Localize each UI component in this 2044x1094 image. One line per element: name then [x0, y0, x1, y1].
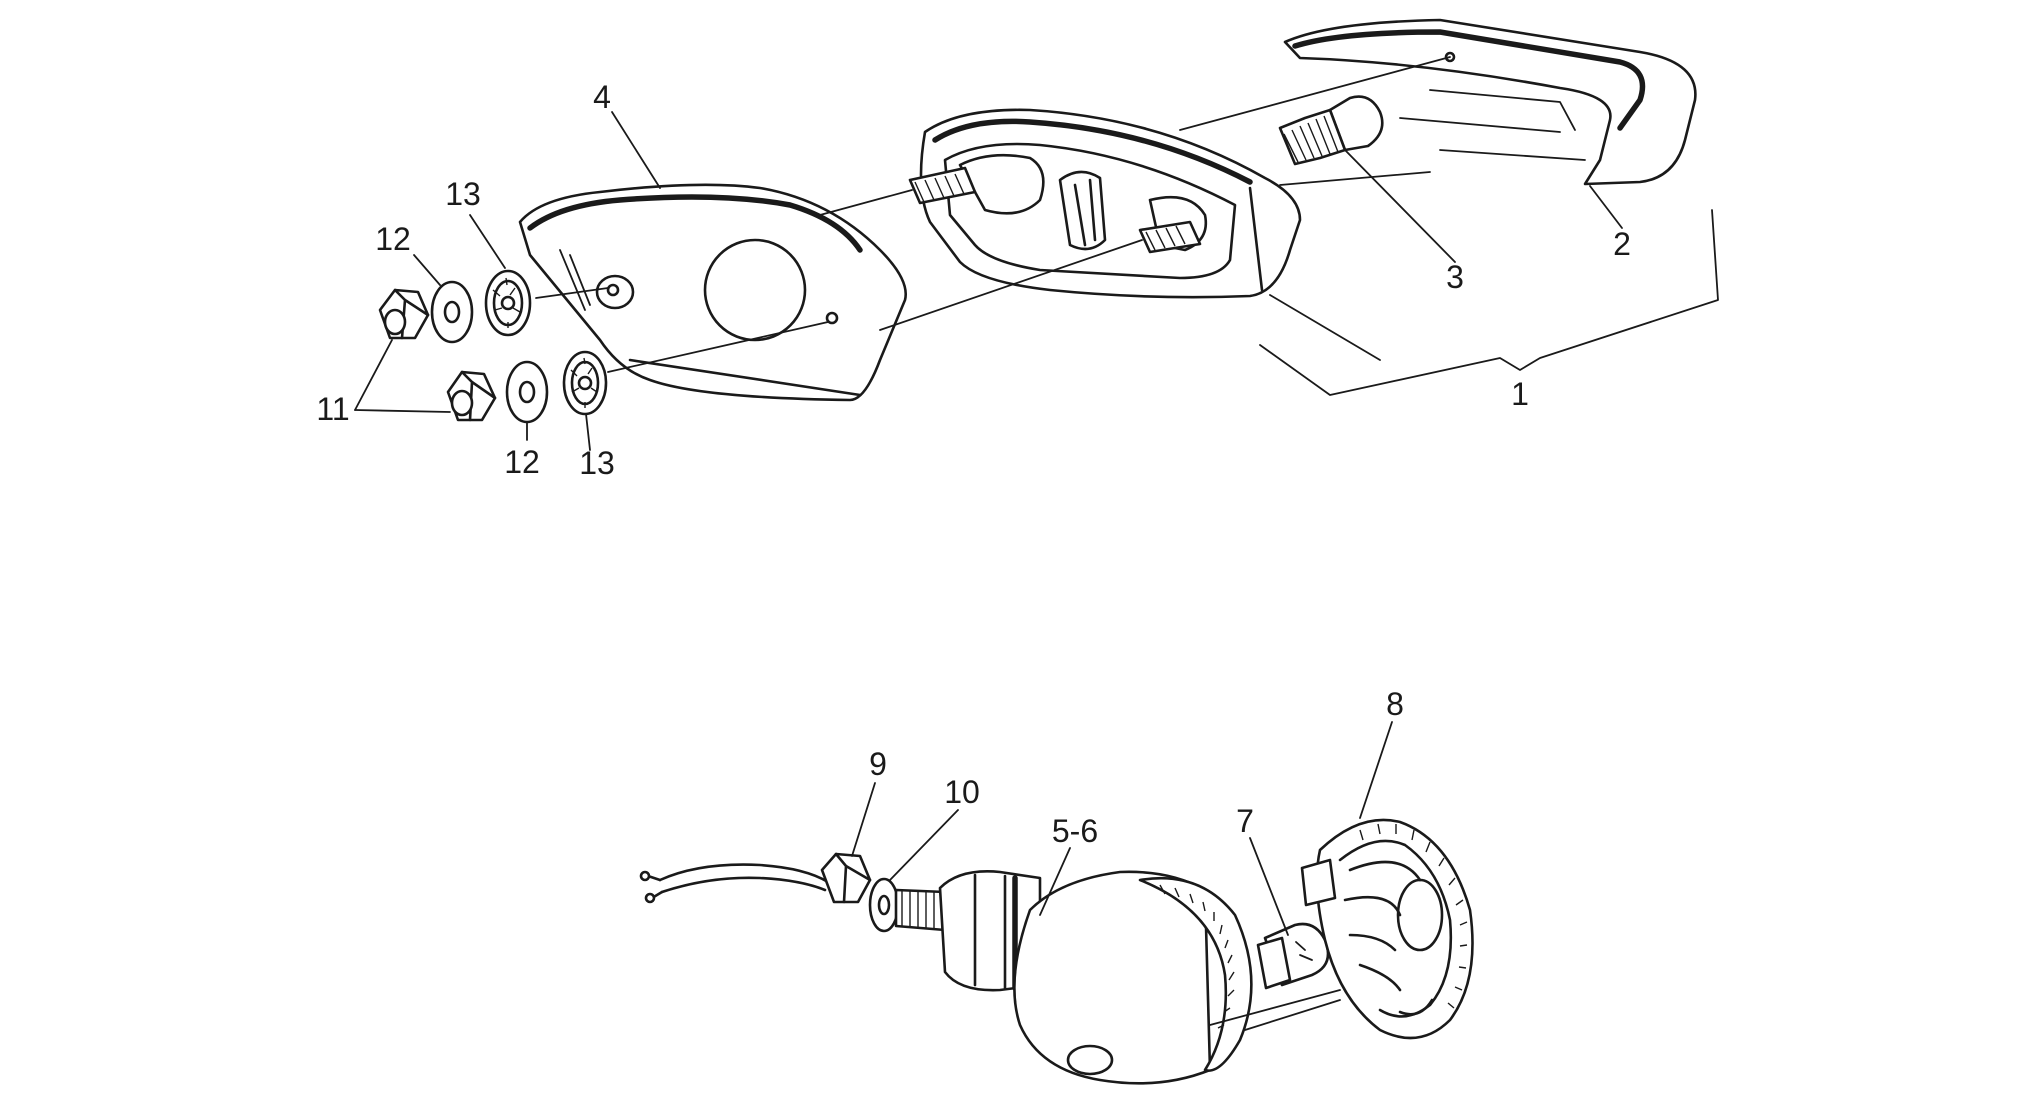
tail-light-housing	[908, 108, 1302, 299]
callout-7: 7	[1236, 803, 1254, 839]
leader-lines	[354, 111, 1719, 936]
turn-signal-bulb	[1256, 922, 1330, 990]
turn-signal-stem	[894, 888, 947, 932]
turn-signal-nut	[820, 852, 872, 904]
callout-13-upper: 13	[445, 176, 481, 212]
hex-nut-lower	[446, 370, 497, 422]
flat-washer-upper	[430, 280, 474, 344]
turn-signal-body	[938, 870, 1253, 1085]
lock-washer-lower	[562, 350, 608, 416]
lock-washer-upper	[484, 269, 532, 337]
turn-signal-washer	[868, 877, 900, 933]
callout-10: 10	[944, 774, 980, 810]
callout-2: 2	[1613, 226, 1631, 262]
hex-nut-upper	[378, 288, 430, 340]
callout-13-lower: 13	[579, 445, 615, 481]
callout-9: 9	[869, 746, 887, 782]
callout-4: 4	[593, 79, 611, 115]
callout-12-lower: 12	[504, 444, 540, 480]
assembly-axis-lines	[535, 56, 1451, 373]
turn-signal-reflector	[1300, 818, 1474, 1040]
callout-12-upper: 12	[375, 221, 411, 257]
tail-light-bulb	[1278, 95, 1384, 166]
turn-signal-wire	[639, 863, 830, 904]
callout-8: 8	[1386, 686, 1404, 722]
flat-washer-lower	[505, 360, 549, 424]
turn-signal-axis-lines	[1209, 989, 1341, 1031]
tail-light-gasket	[518, 183, 907, 402]
callout-3: 3	[1446, 259, 1464, 295]
callout-5-6: 5-6	[1052, 813, 1098, 849]
callout-1: 1	[1511, 376, 1529, 412]
callout-labels: 1 2 3 4 5-6 7 8 9 10 11 12 12 13 13	[316, 79, 1631, 849]
callout-11: 11	[316, 391, 349, 427]
